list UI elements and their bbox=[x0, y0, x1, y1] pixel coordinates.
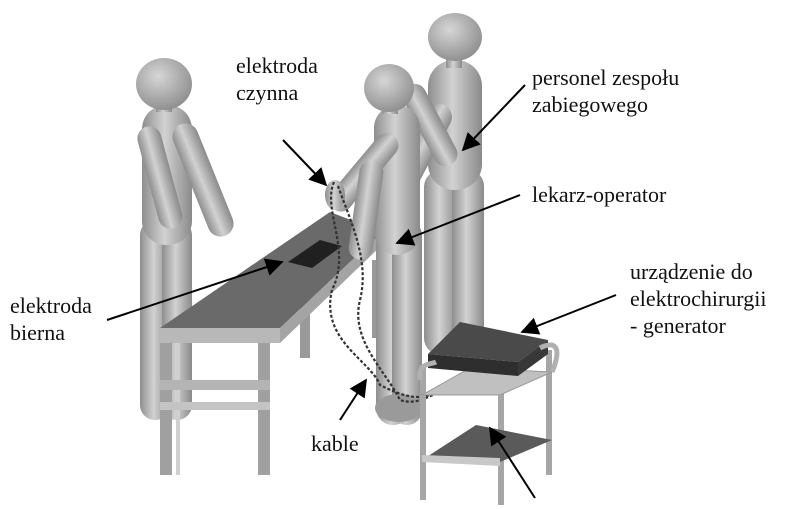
label-generator: urządzenie do elektrochirurgii - generat… bbox=[630, 258, 766, 339]
label-passive-electrode-line2: bierna bbox=[10, 319, 92, 346]
arrow-active-electrode bbox=[283, 140, 326, 185]
label-generator-line1: urządzenie do bbox=[630, 258, 766, 285]
label-generator-line2: elektrochirurgii bbox=[630, 285, 766, 312]
staff-figure-left bbox=[135, 58, 238, 420]
label-operator: lekarz-operator bbox=[532, 181, 666, 208]
arrow-cables bbox=[340, 380, 366, 420]
label-staff-line1: personel zespołu bbox=[532, 64, 679, 91]
label-passive-electrode-line1: elektroda bbox=[10, 292, 92, 319]
label-active-electrode-line2: czynna bbox=[236, 79, 318, 106]
label-staff: personel zespołu zabiegowego bbox=[532, 64, 679, 118]
label-generator-line3: - generator bbox=[630, 312, 766, 339]
label-staff-line2: zabiegowego bbox=[532, 91, 679, 118]
label-active-electrode-line1: elektroda bbox=[236, 52, 318, 79]
generator-cart bbox=[420, 322, 557, 505]
label-active-electrode: elektroda czynna bbox=[236, 52, 318, 106]
arrow-generator bbox=[522, 295, 616, 332]
label-cables: kable bbox=[311, 430, 359, 457]
label-passive-electrode: elektroda bierna bbox=[10, 292, 92, 346]
